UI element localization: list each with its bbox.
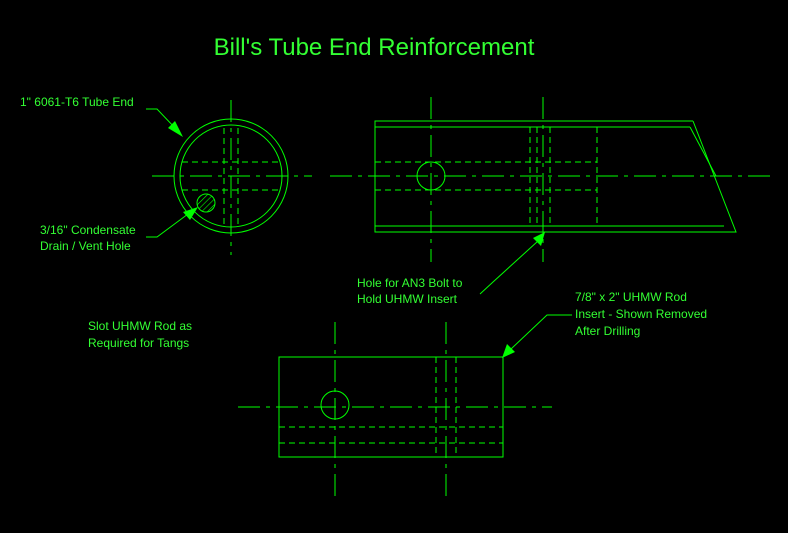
label-tube-end: 1" 6061-T6 Tube End: [20, 95, 134, 109]
leader-arrow: [502, 344, 515, 358]
condensate-hole: [196, 193, 216, 213]
label-condensate-line1: 3/16" Condensate: [40, 223, 136, 237]
leader-condensate: [146, 207, 198, 238]
end-view: [152, 100, 312, 255]
label-condensate-line2: Drain / Vent Hole: [40, 239, 131, 253]
label-slot-note-line2: Required for Tangs: [88, 336, 189, 350]
leader-tube-end: [146, 108, 183, 137]
tube-outline: [374, 120, 737, 233]
label-bolt-hole-line2: Hold UHMW Insert: [357, 292, 458, 306]
leader-rod-insert: [502, 314, 572, 358]
tube-side-view: [330, 97, 770, 262]
rod-insert-view: [238, 322, 552, 498]
label-rod-insert-line2: Insert - Shown Removed: [575, 307, 707, 321]
leader-arrow: [183, 207, 198, 220]
drawing-title: Bill's Tube End Reinforcement: [214, 34, 535, 61]
label-slot-note-line1: Slot UHMW Rod as: [88, 319, 192, 333]
label-bolt-hole-line1: Hole for AN3 Bolt to: [357, 276, 463, 290]
tube-cut-edge: [689, 126, 717, 177]
label-rod-insert-line3: After Drilling: [575, 324, 640, 338]
leader-arrow: [533, 232, 545, 246]
leader-bolt-hole: [479, 232, 545, 295]
leader-arrow: [168, 121, 183, 137]
label-rod-insert-line1: 7/8" x 2" UHMW Rod: [575, 290, 687, 304]
